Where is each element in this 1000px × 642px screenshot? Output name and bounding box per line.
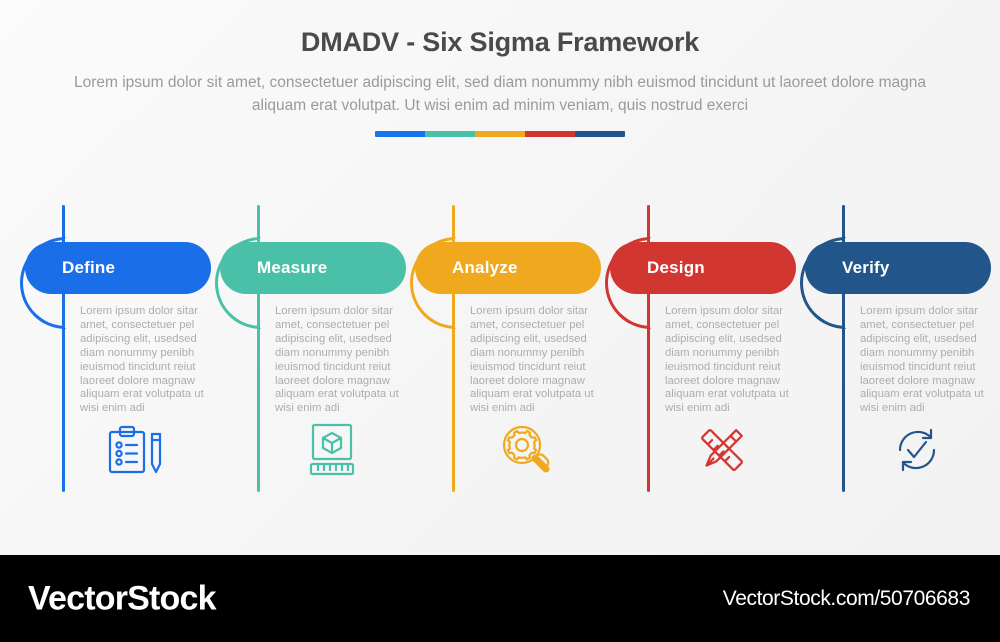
stage-badge-design[interactable]: Design: [610, 242, 796, 294]
magnifier-gear-icon: [492, 422, 562, 478]
stage-badge-analyze[interactable]: Analyze: [415, 242, 601, 294]
stage-description: Lorem ipsum dolor sitar amet, consectetu…: [860, 305, 984, 415]
divider-segment-5: [575, 131, 625, 137]
color-divider-bar: [375, 131, 625, 137]
stage-spine-line: [452, 205, 455, 492]
refresh-check-icon: [882, 422, 952, 478]
vectorstock-logo: VectorStock: [28, 579, 217, 617]
stage-badge-label: Analyze: [452, 258, 518, 277]
cube-ruler-icon: [297, 422, 367, 478]
divider-segment-4: [525, 131, 575, 137]
page-subtitle: Lorem ipsum dolor sit amet, consectetuer…: [73, 74, 927, 114]
stage-badge-label: Define: [62, 258, 116, 277]
stage-spine-line: [62, 205, 65, 492]
stage-badge-label: Design: [647, 258, 705, 277]
stage-badge-verify[interactable]: Verify: [805, 242, 991, 294]
divider-segment-1: [375, 131, 425, 137]
stage-badge-define[interactable]: Define: [25, 242, 211, 294]
pencil-ruler-cross-icon: [687, 422, 757, 478]
stage-description: Lorem ipsum dolor sitar amet, consectetu…: [470, 305, 594, 415]
vectorstock-url: VectorStock.com/50706683: [722, 586, 971, 610]
stage-spine-line: [257, 205, 260, 492]
stage-badge-label: Measure: [257, 258, 328, 277]
divider-segment-2: [425, 131, 475, 137]
clipboard-checklist-pencil-icon: [102, 422, 172, 478]
stage-badge-measure[interactable]: Measure: [220, 242, 406, 294]
stage-description: Lorem ipsum dolor sitar amet, consectetu…: [665, 305, 789, 415]
infographic-stage: DMADV - Six Sigma Framework Lorem ipsum …: [0, 0, 1000, 555]
stage-description: Lorem ipsum dolor sitar amet, consectetu…: [80, 305, 204, 415]
stage-description: Lorem ipsum dolor sitar amet, consectetu…: [275, 305, 399, 415]
page-title: DMADV - Six Sigma Framework: [300, 27, 700, 57]
stage-spine-line: [647, 205, 650, 492]
watermark-bar: VectorStock VectorStock.com/50706683: [0, 555, 1000, 642]
stage-badge-label: Verify: [842, 258, 890, 277]
divider-segment-3: [475, 131, 525, 137]
stage-spine-line: [842, 205, 845, 492]
